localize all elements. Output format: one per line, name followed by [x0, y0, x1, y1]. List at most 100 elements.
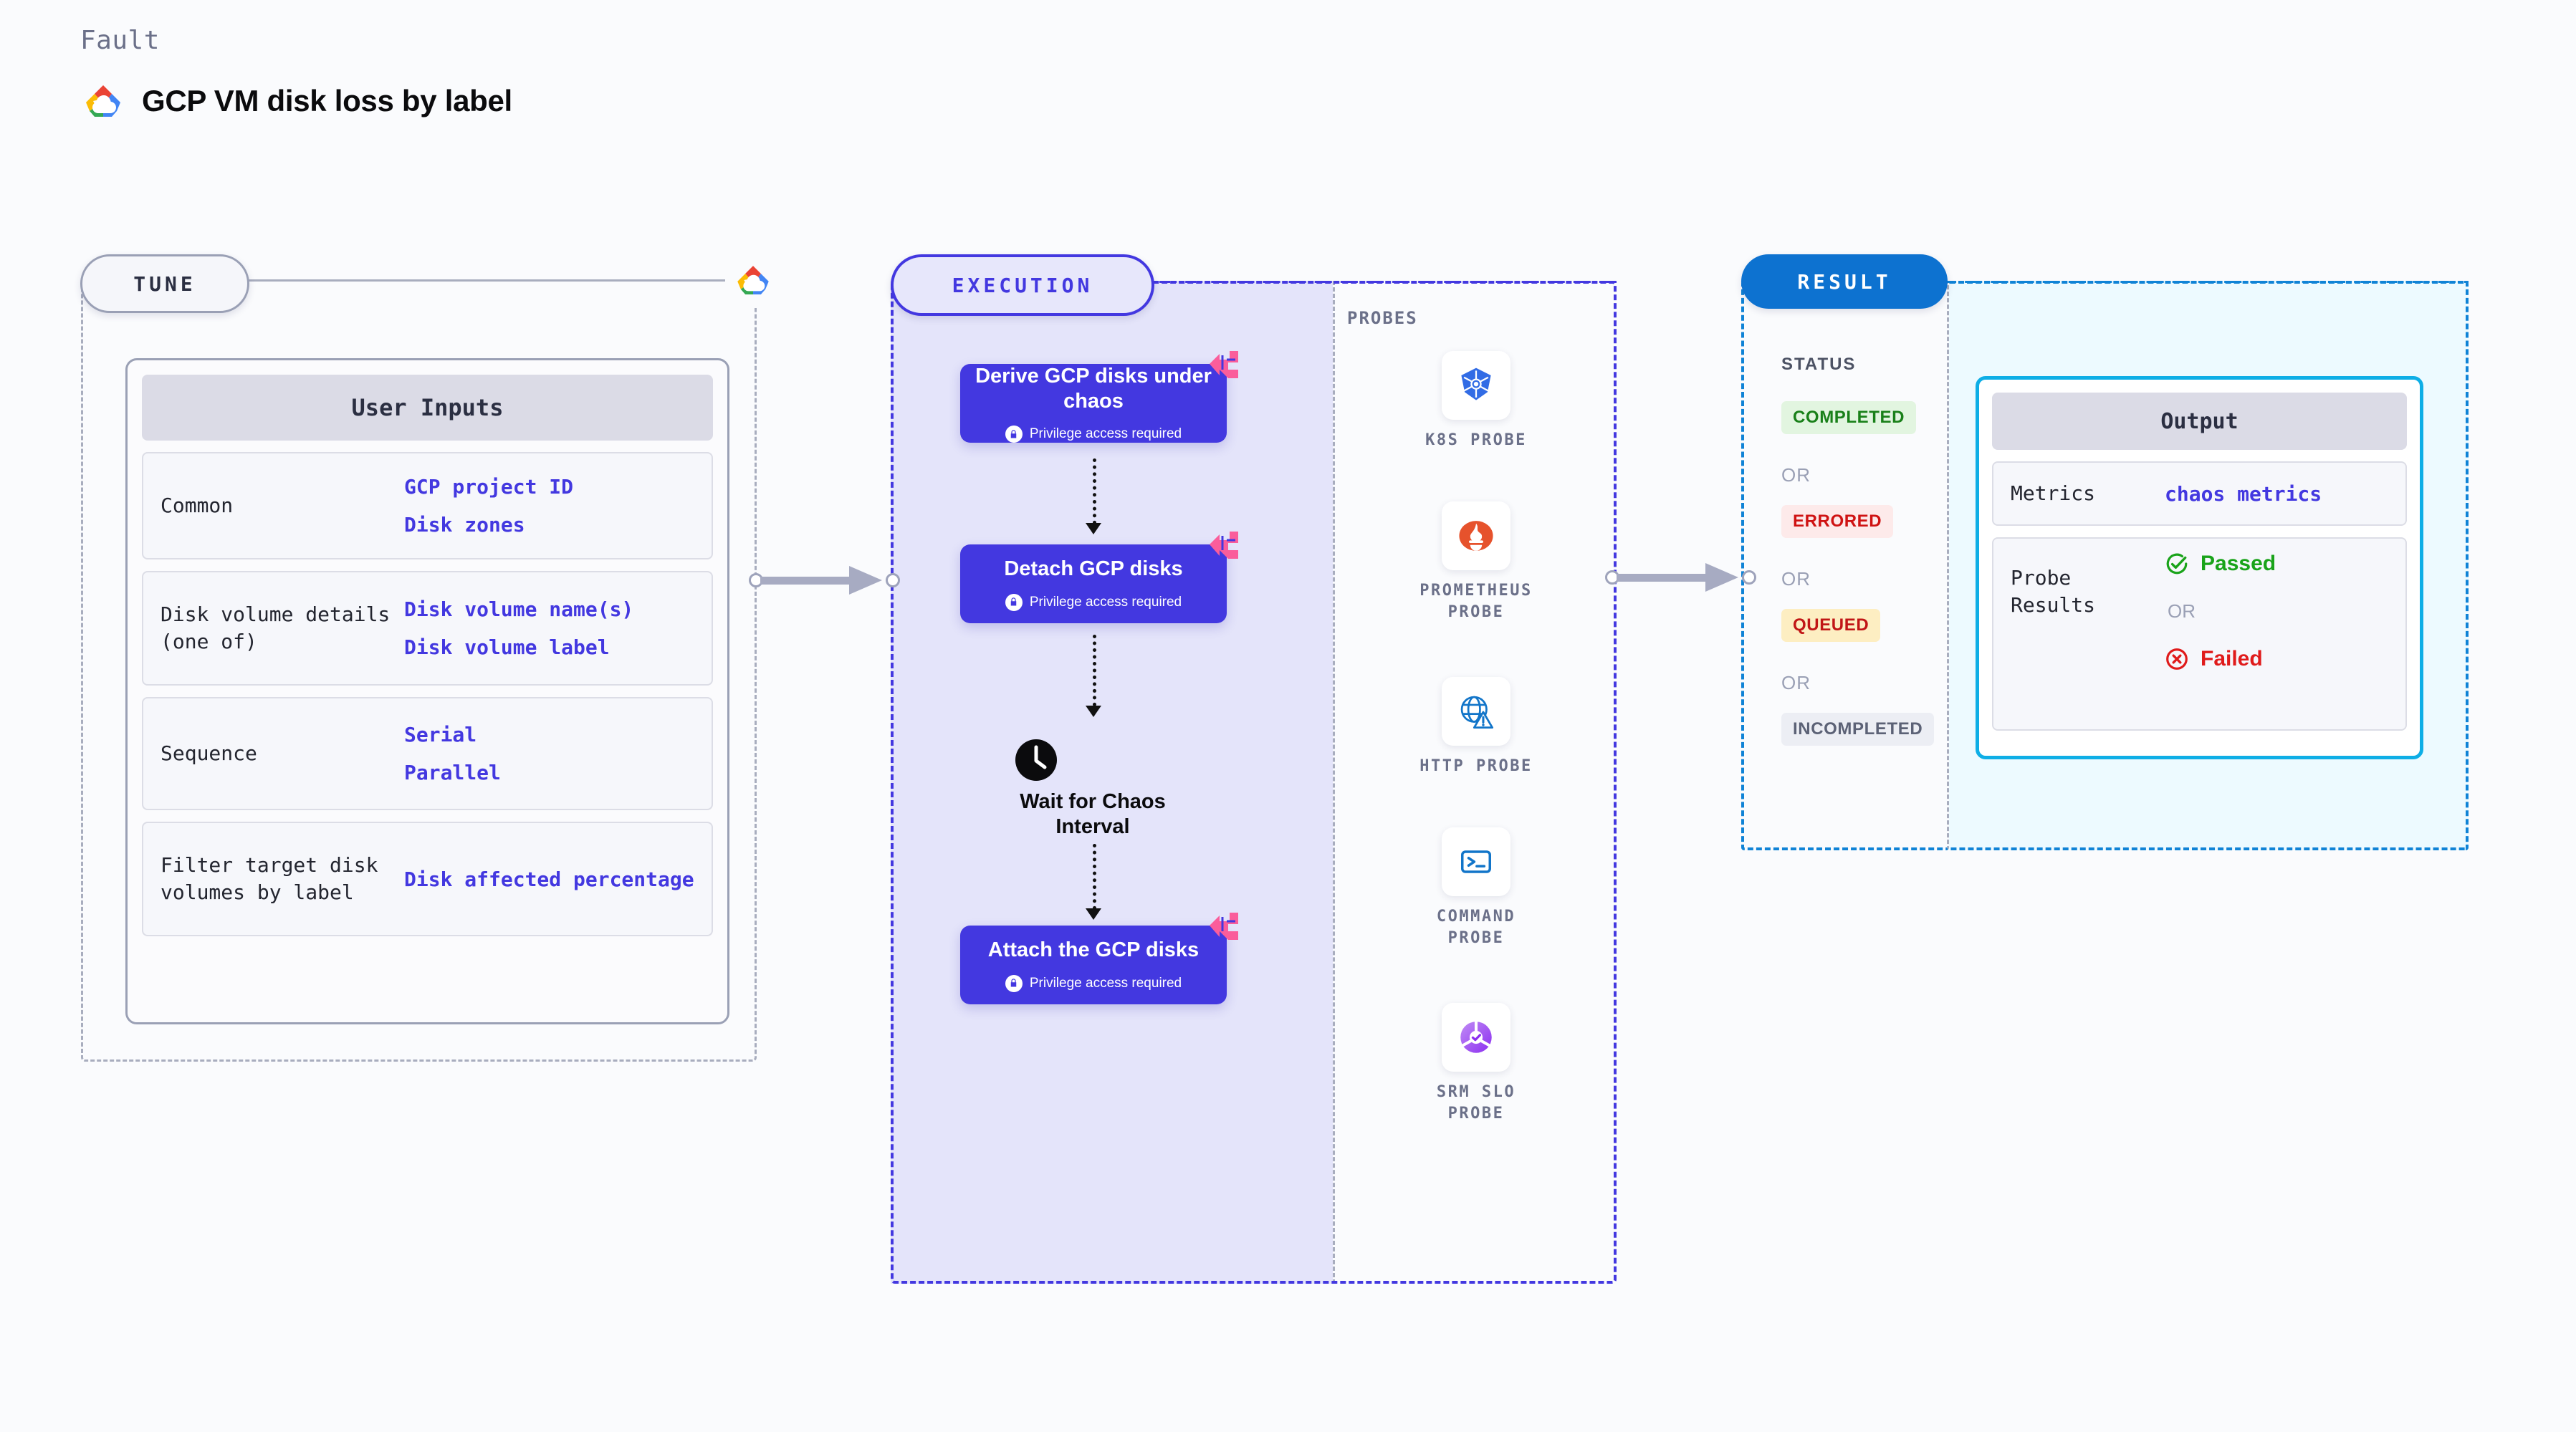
probe-label: COMMAND PROBE	[1436, 908, 1516, 947]
flow-arrowhead	[1086, 706, 1101, 717]
row-values: GCP project ID Disk zones	[404, 474, 573, 537]
flow-node-detach-disks[interactable]: Detach GCP disks Privilege access requir…	[960, 532, 1238, 623]
lock-icon	[1005, 593, 1023, 611]
table-row: Sequence Serial Parallel	[142, 697, 713, 810]
row-value[interactable]: Serial	[404, 723, 477, 746]
http-globe-warning-icon	[1442, 677, 1510, 746]
status-or-label: OR	[1781, 568, 1811, 590]
clock-icon	[1014, 738, 1172, 782]
tune-dashed-connector	[244, 279, 725, 282]
flow-arrow	[1093, 844, 1098, 910]
prometheus-icon	[1442, 501, 1510, 570]
user-inputs-card: User Inputs Common GCP project ID Disk z…	[125, 358, 729, 1024]
terminal-icon	[1442, 827, 1510, 896]
result-dashed-connector	[1945, 281, 2469, 283]
status-title: STATUS	[1781, 355, 1857, 374]
row-key: Disk volume details (one of)	[161, 602, 391, 653]
row-key: Metrics	[2011, 481, 2096, 506]
gcp-logo-icon	[725, 252, 781, 308]
probes-title: PROBES	[1347, 308, 1418, 328]
page-header: Fault GCP VM disk loss by label	[80, 26, 512, 124]
probe-label: PROMETHEUS PROBE	[1419, 582, 1533, 621]
execution-pill-label: EXECUTION	[952, 273, 1093, 297]
row-key: Sequence	[161, 741, 257, 766]
connector-line	[1617, 574, 1724, 582]
status-badge-completed: COMPLETED	[1781, 401, 1917, 434]
failed-label: Failed	[2201, 647, 2263, 671]
metrics-value[interactable]: chaos metrics	[2165, 481, 2322, 506]
status-or-label: OR	[1781, 464, 1811, 486]
wait-for-chaos-interval-node: Wait for Chaos Interval	[1014, 738, 1172, 840]
tune-stage-pill[interactable]: TUNE	[80, 254, 249, 313]
flow-node-title: Attach the GCP disks	[987, 938, 1200, 962]
execution-stage-pill[interactable]: EXECUTION	[891, 254, 1154, 316]
flow-node-title: Detach GCP disks	[1004, 557, 1183, 581]
row-key: Probe Results	[2011, 566, 2096, 617]
probe-item-command[interactable]: COMMAND PROBE	[1404, 827, 1548, 948]
status-badge-errored: ERRORED	[1781, 505, 1894, 538]
probe-item-srm-slo[interactable]: SRM SLO PROBE	[1404, 1003, 1548, 1124]
privilege-note: Privilege access required	[1005, 593, 1182, 611]
row-values: Disk affected percentage	[404, 867, 694, 892]
probe-result-values: Passed OR Failed	[2165, 552, 2276, 671]
title-row: GCP VM disk loss by label	[80, 78, 512, 124]
status-or-label: OR	[1781, 672, 1811, 693]
output-card: Output Metrics chaos metrics Probe Resul…	[1976, 376, 2423, 759]
harness-ribbon-icon	[1205, 526, 1242, 563]
wait-node-label: Wait for Chaos Interval	[1020, 790, 1166, 839]
table-row: Metrics chaos metrics	[1992, 461, 2407, 526]
passed-label: Passed	[2201, 552, 2276, 575]
row-value[interactable]: Parallel	[404, 761, 501, 784]
flow-node-derive-disks[interactable]: Derive GCP disks under chaos Privilege a…	[960, 351, 1238, 443]
privilege-note-text: Privilege access required	[1029, 594, 1182, 610]
row-value[interactable]: GCP project ID	[404, 475, 574, 499]
flow-arrow	[1093, 458, 1098, 524]
privilege-note: Privilege access required	[1005, 426, 1182, 443]
flow-arrow	[1093, 635, 1098, 706]
privilege-note-text: Privilege access required	[1029, 426, 1182, 442]
connector-line	[760, 577, 868, 585]
flow-node-title: Derive GCP disks under chaos	[975, 364, 1212, 413]
flow-arrowhead	[1086, 523, 1101, 534]
connector-end-dot	[1742, 570, 1756, 585]
privilege-note: Privilege access required	[1005, 974, 1182, 992]
row-values: Serial Parallel	[404, 722, 501, 785]
gcp-logo-icon	[80, 78, 126, 124]
row-key: Filter target disk volumes by label	[161, 853, 378, 904]
connector-arrowhead	[849, 566, 882, 595]
flow-node-attach-disks[interactable]: Attach the GCP disks Privilege access re…	[960, 913, 1238, 1004]
probe-item-k8s[interactable]: K8S PROBE	[1404, 351, 1548, 451]
table-row: Filter target disk volumes by label Disk…	[142, 822, 713, 936]
row-value[interactable]: Disk volume label	[404, 635, 610, 659]
row-values: Disk volume name(s) Disk volume label	[404, 597, 633, 660]
output-title: Output	[1992, 393, 2407, 450]
probe-label: SRM SLO PROBE	[1436, 1083, 1516, 1123]
row-value[interactable]: Disk affected percentage	[404, 867, 694, 891]
tune-pill-label: TUNE	[133, 271, 196, 296]
fault-kicker: Fault	[80, 26, 160, 55]
connector-execution-to-result	[1605, 563, 1759, 592]
probe-label: HTTP PROBE	[1419, 757, 1533, 775]
probe-result-or-label: OR	[2168, 600, 2196, 622]
status-badge-incompleted: INCOMPLETED	[1781, 713, 1935, 746]
probe-label: K8S PROBE	[1425, 431, 1527, 449]
flow-arrowhead	[1086, 908, 1101, 920]
probe-result-passed: Passed	[2165, 552, 2276, 576]
harness-ribbon-icon	[1205, 907, 1242, 944]
connector-tune-to-execution	[749, 566, 903, 595]
srm-slo-icon	[1442, 1003, 1510, 1072]
x-circle-icon	[2165, 647, 2189, 671]
probe-item-http[interactable]: HTTP PROBE	[1404, 677, 1548, 777]
privilege-note-text: Privilege access required	[1029, 975, 1182, 991]
user-inputs-title: User Inputs	[142, 375, 713, 441]
execution-flow-region	[891, 281, 1333, 1284]
table-row: Probe Results Passed OR	[1992, 537, 2407, 731]
status-badge-queued: QUEUED	[1781, 609, 1881, 642]
table-row: Disk volume details (one of) Disk volume…	[142, 571, 713, 686]
result-stage-pill[interactable]: RESULT	[1741, 254, 1948, 309]
row-value[interactable]: Disk zones	[404, 513, 525, 537]
probes-region	[1333, 281, 1617, 1284]
lock-icon	[1005, 426, 1023, 443]
row-value[interactable]: Disk volume name(s)	[404, 597, 634, 621]
probe-item-prometheus[interactable]: PROMETHEUS PROBE	[1404, 501, 1548, 623]
